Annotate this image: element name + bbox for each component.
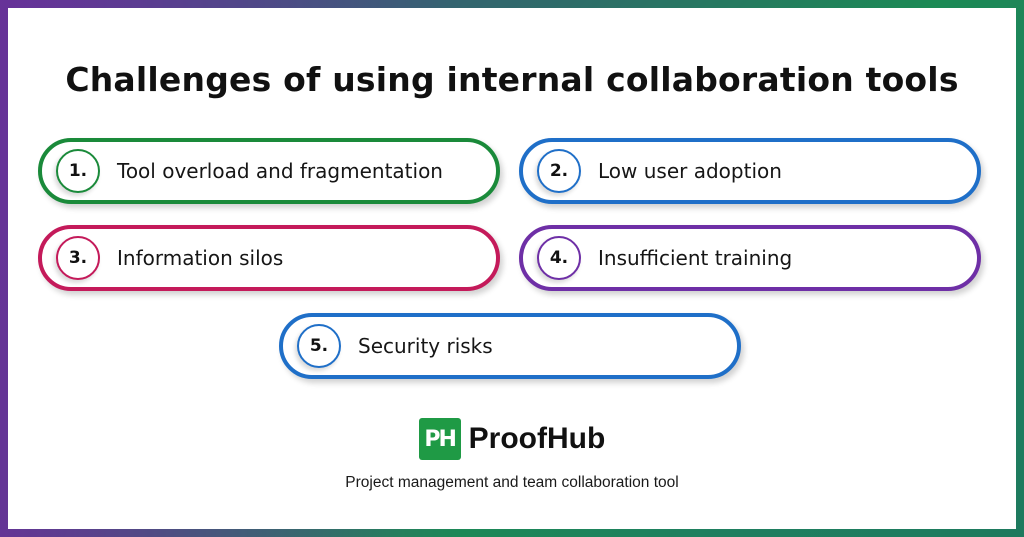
number-badge: 5.	[297, 324, 341, 368]
challenge-card-5: 5. Security risks	[279, 313, 741, 379]
brand-lockup: PH ProofHub	[8, 418, 1016, 460]
challenge-card-4: 4. Insufficient training	[519, 225, 981, 291]
number-badge: 1.	[56, 149, 100, 193]
number-badge: 4.	[537, 236, 581, 280]
challenge-card-3: 3. Information silos	[38, 225, 500, 291]
challenge-card-2: 2. Low user adoption	[519, 138, 981, 204]
brand-tagline: Project management and team collaboratio…	[345, 474, 679, 491]
number-badge: 3.	[56, 236, 100, 280]
challenge-label: Tool overload and fragmentation	[117, 159, 443, 183]
page-title: Challenges of using internal collaborati…	[65, 60, 959, 99]
challenge-label: Low user adoption	[598, 159, 782, 183]
challenge-label: Information silos	[117, 246, 284, 270]
challenge-label: Insufficient training	[598, 246, 793, 270]
challenge-card-1: 1. Tool overload and fragmentation	[38, 138, 500, 204]
brand-name: ProofHub	[468, 422, 606, 455]
challenge-label: Security risks	[358, 334, 493, 358]
infographic-canvas: Challenges of using internal collaborati…	[8, 8, 1016, 529]
number-badge: 2.	[537, 149, 581, 193]
proofhub-logo-icon: PH	[418, 418, 461, 460]
